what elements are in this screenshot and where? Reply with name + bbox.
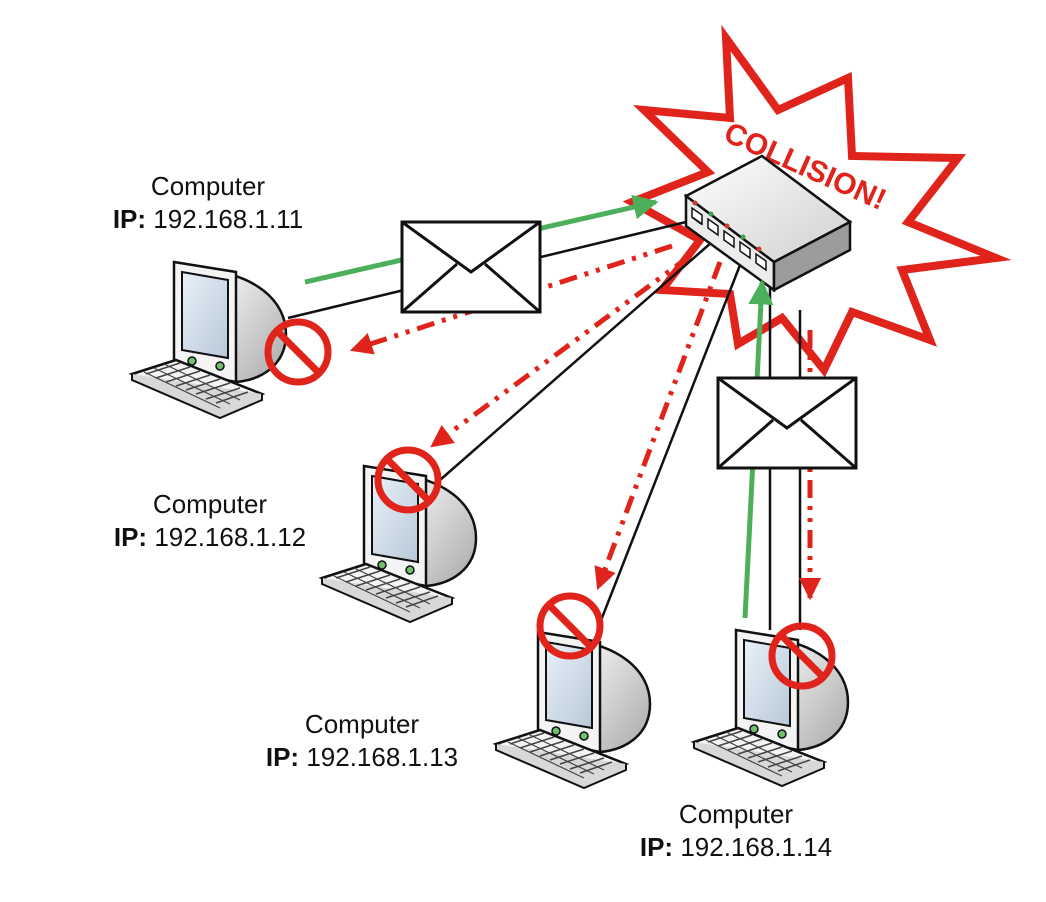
collision-arrow-pc1 (349, 243, 673, 355)
ip-prefix: IP: (112, 204, 147, 234)
ip-address: 192.168.1.12 (154, 522, 307, 552)
ip-prefix: IP: (113, 522, 148, 552)
ip-prefix: IP: (265, 742, 300, 772)
computer-label-2: Computer IP: 192.168.1.12 (80, 488, 340, 554)
computer-name: Computer (152, 489, 268, 519)
collision-arrow-pc3 (594, 261, 723, 591)
envelope-icon (716, 376, 858, 470)
envelope-icon (400, 220, 542, 314)
ip-address: 192.168.1.13 (306, 742, 459, 772)
ip-prefix: IP: (639, 832, 674, 862)
ip-address: 192.168.1.14 (680, 832, 833, 862)
network-switch-icon (683, 154, 853, 293)
computer-name: Computer (678, 799, 794, 829)
collision-arrows (349, 243, 822, 601)
computer-name: Computer (304, 709, 420, 739)
computer-label-3: Computer IP: 192.168.1.13 (232, 708, 492, 774)
ip-address: 192.168.1.11 (153, 204, 304, 234)
collision-arrow-pc2 (430, 253, 692, 449)
computer-label-4: Computer IP: 192.168.1.14 (606, 798, 866, 864)
computer-name: Computer (150, 171, 266, 201)
computer-label-1: Computer IP: 192.168.1.11 (78, 170, 338, 236)
computer-icon (320, 464, 478, 624)
computer-icon (130, 260, 288, 420)
